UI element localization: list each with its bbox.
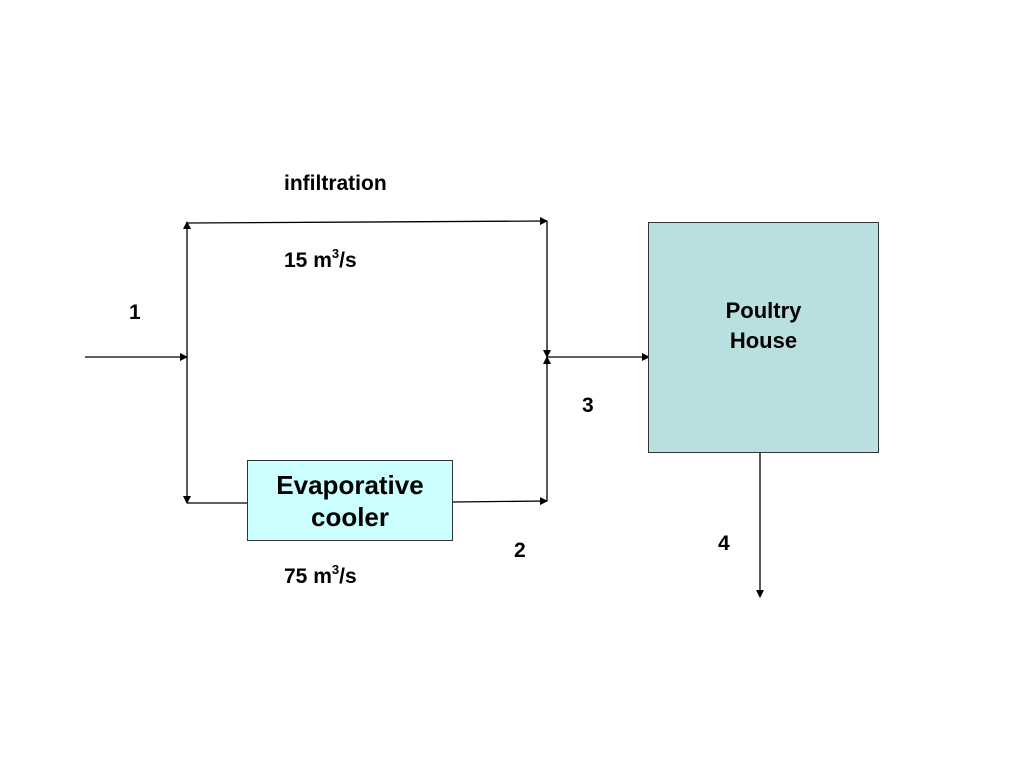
evaporative-cooler-box: Evaporative cooler bbox=[247, 460, 453, 541]
infiltration-label: infiltration bbox=[284, 172, 387, 195]
flow-rate-exponent: 3 bbox=[331, 246, 340, 261]
cooler-label-line1: Evaporative bbox=[276, 469, 424, 500]
stream-2-label: 2 bbox=[514, 539, 526, 562]
stream-4-label: 4 bbox=[718, 532, 730, 555]
poultry-house-box: Poultry House bbox=[648, 222, 879, 453]
flow-rate-value: 15 m bbox=[284, 249, 332, 272]
flow-rate-exponent: 3 bbox=[331, 562, 340, 577]
infiltration-line bbox=[186, 217, 548, 226]
infiltration-flow-rate: 15 m3/s bbox=[284, 246, 357, 273]
stream-1-label: 1 bbox=[129, 301, 141, 324]
poultry-house-label-line2: House bbox=[729, 327, 798, 353]
cooler-flow-rate: 75 m3/s bbox=[284, 562, 357, 589]
flow-rate-unit: /s bbox=[339, 249, 357, 272]
poultry-house-label-line1: Poultry bbox=[725, 297, 802, 323]
flow-rate-value: 75 m bbox=[284, 565, 332, 588]
stream-3-label: 3 bbox=[582, 394, 594, 417]
cooler-label-line2: cooler bbox=[310, 501, 390, 532]
flow-rate-unit: /s bbox=[339, 565, 357, 588]
cooler-outlet-arrow bbox=[452, 497, 548, 506]
